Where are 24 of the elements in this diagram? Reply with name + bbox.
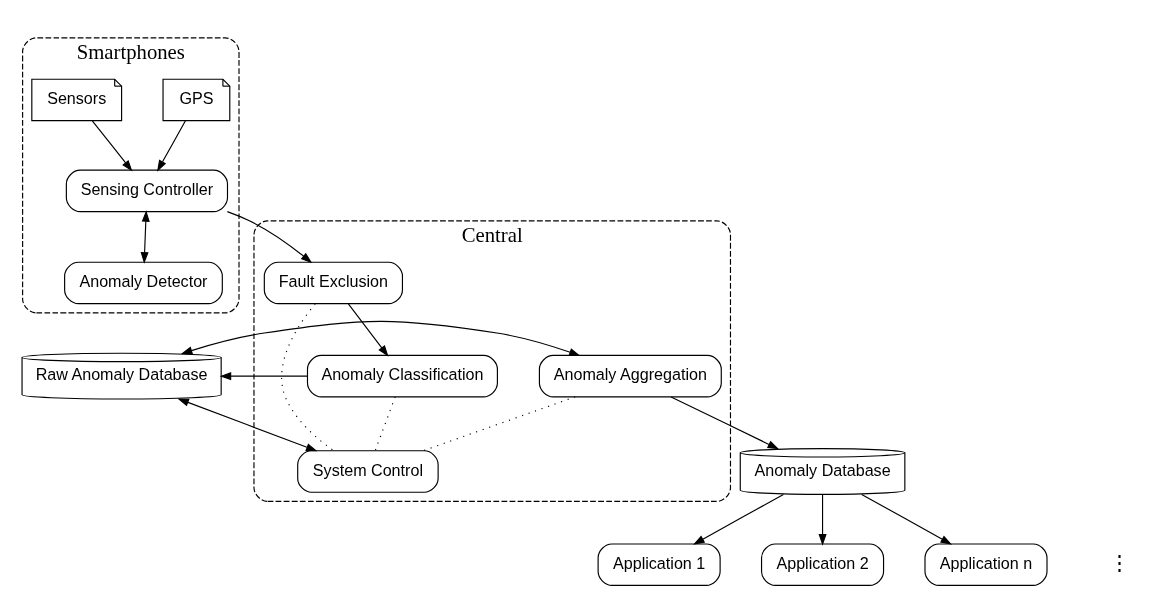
node-box: Application 1 bbox=[597, 543, 721, 586]
arrow bbox=[140, 210, 150, 264]
node-box: Anomaly Classification bbox=[306, 354, 498, 398]
arrow bbox=[818, 494, 827, 546]
arrow bbox=[347, 303, 389, 357]
node-box: System Control bbox=[297, 450, 439, 493]
node-box: Anomaly Aggregation bbox=[538, 354, 722, 398]
arrow bbox=[670, 396, 780, 450]
label: ⋮ bbox=[1109, 550, 1131, 574]
node-box: Sensing Controller bbox=[65, 169, 229, 213]
arrow bbox=[219, 372, 308, 381]
node-box: Anomaly Detector bbox=[64, 261, 223, 305]
arrow bbox=[693, 493, 784, 545]
node-box: Fault Exclusion bbox=[263, 261, 404, 305]
arrow bbox=[861, 493, 953, 545]
arrow bbox=[177, 398, 318, 452]
connector bbox=[281, 303, 335, 452]
node-box: Application 2 bbox=[760, 543, 885, 586]
arrow bbox=[226, 211, 313, 264]
node-box: Application n bbox=[924, 543, 1048, 586]
arrow bbox=[157, 120, 186, 172]
connector bbox=[374, 396, 396, 452]
arrow bbox=[180, 320, 581, 356]
arrow bbox=[91, 120, 133, 172]
